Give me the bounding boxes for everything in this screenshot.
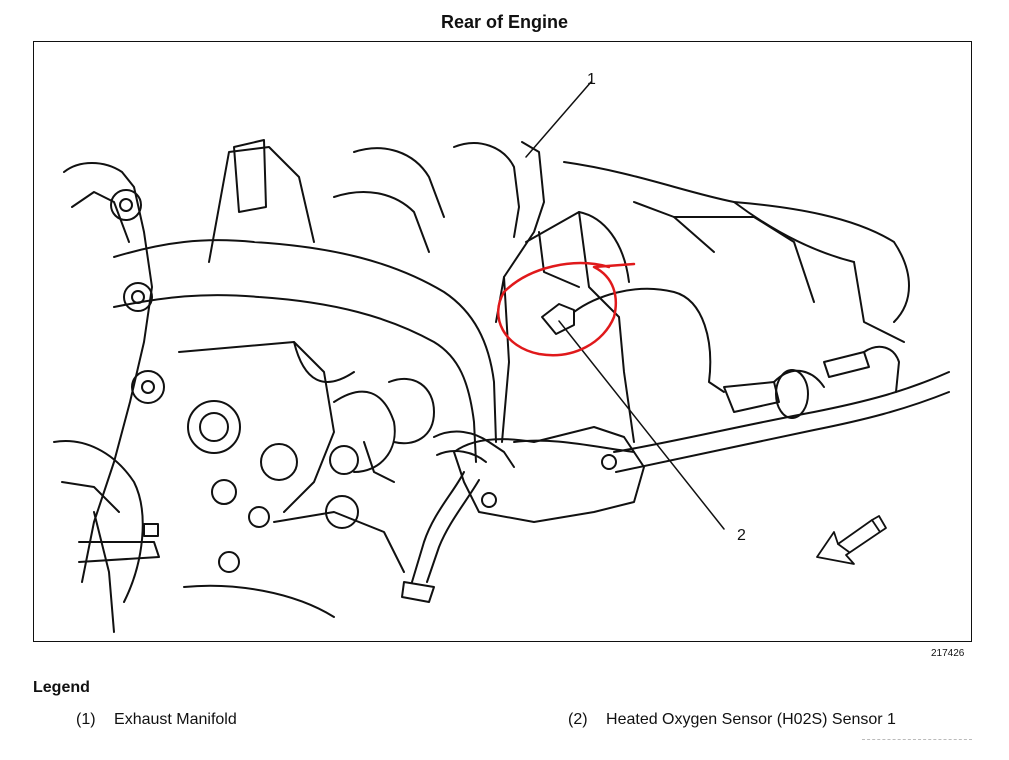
leader-lines [525, 81, 725, 530]
legend-item-number: (1) [76, 711, 96, 728]
oxygen-sensor-harness [401, 287, 950, 603]
legend-heading: Legend [33, 679, 90, 696]
legend-item-oxygen-sensor: (2) Heated Oxygen Sensor (H02S) Sensor 1 [568, 711, 896, 729]
callout-1: 1 [587, 71, 596, 88]
page-title: Rear of Engine [440, 12, 569, 32]
legend-item-number: (2) [568, 711, 588, 728]
exhaust-manifold [113, 141, 645, 523]
callout-2: 2 [737, 527, 746, 544]
engine-block [53, 139, 435, 633]
highlight-circle [497, 261, 636, 357]
legend-item-label: Exhaust Manifold [114, 711, 237, 728]
arrow-down-left-icon [816, 515, 887, 565]
transmission-outline [563, 161, 910, 343]
engine-diagram: 1 2 [53, 71, 950, 633]
figure-number: 217426 [931, 648, 965, 659]
legend-item-exhaust-manifold: (1) Exhaust Manifold [76, 711, 237, 729]
diagram-frame: 1 2 [33, 41, 972, 642]
legend-item-label: Heated Oxygen Sensor (H02S) Sensor 1 [606, 711, 896, 728]
divider [862, 739, 972, 740]
